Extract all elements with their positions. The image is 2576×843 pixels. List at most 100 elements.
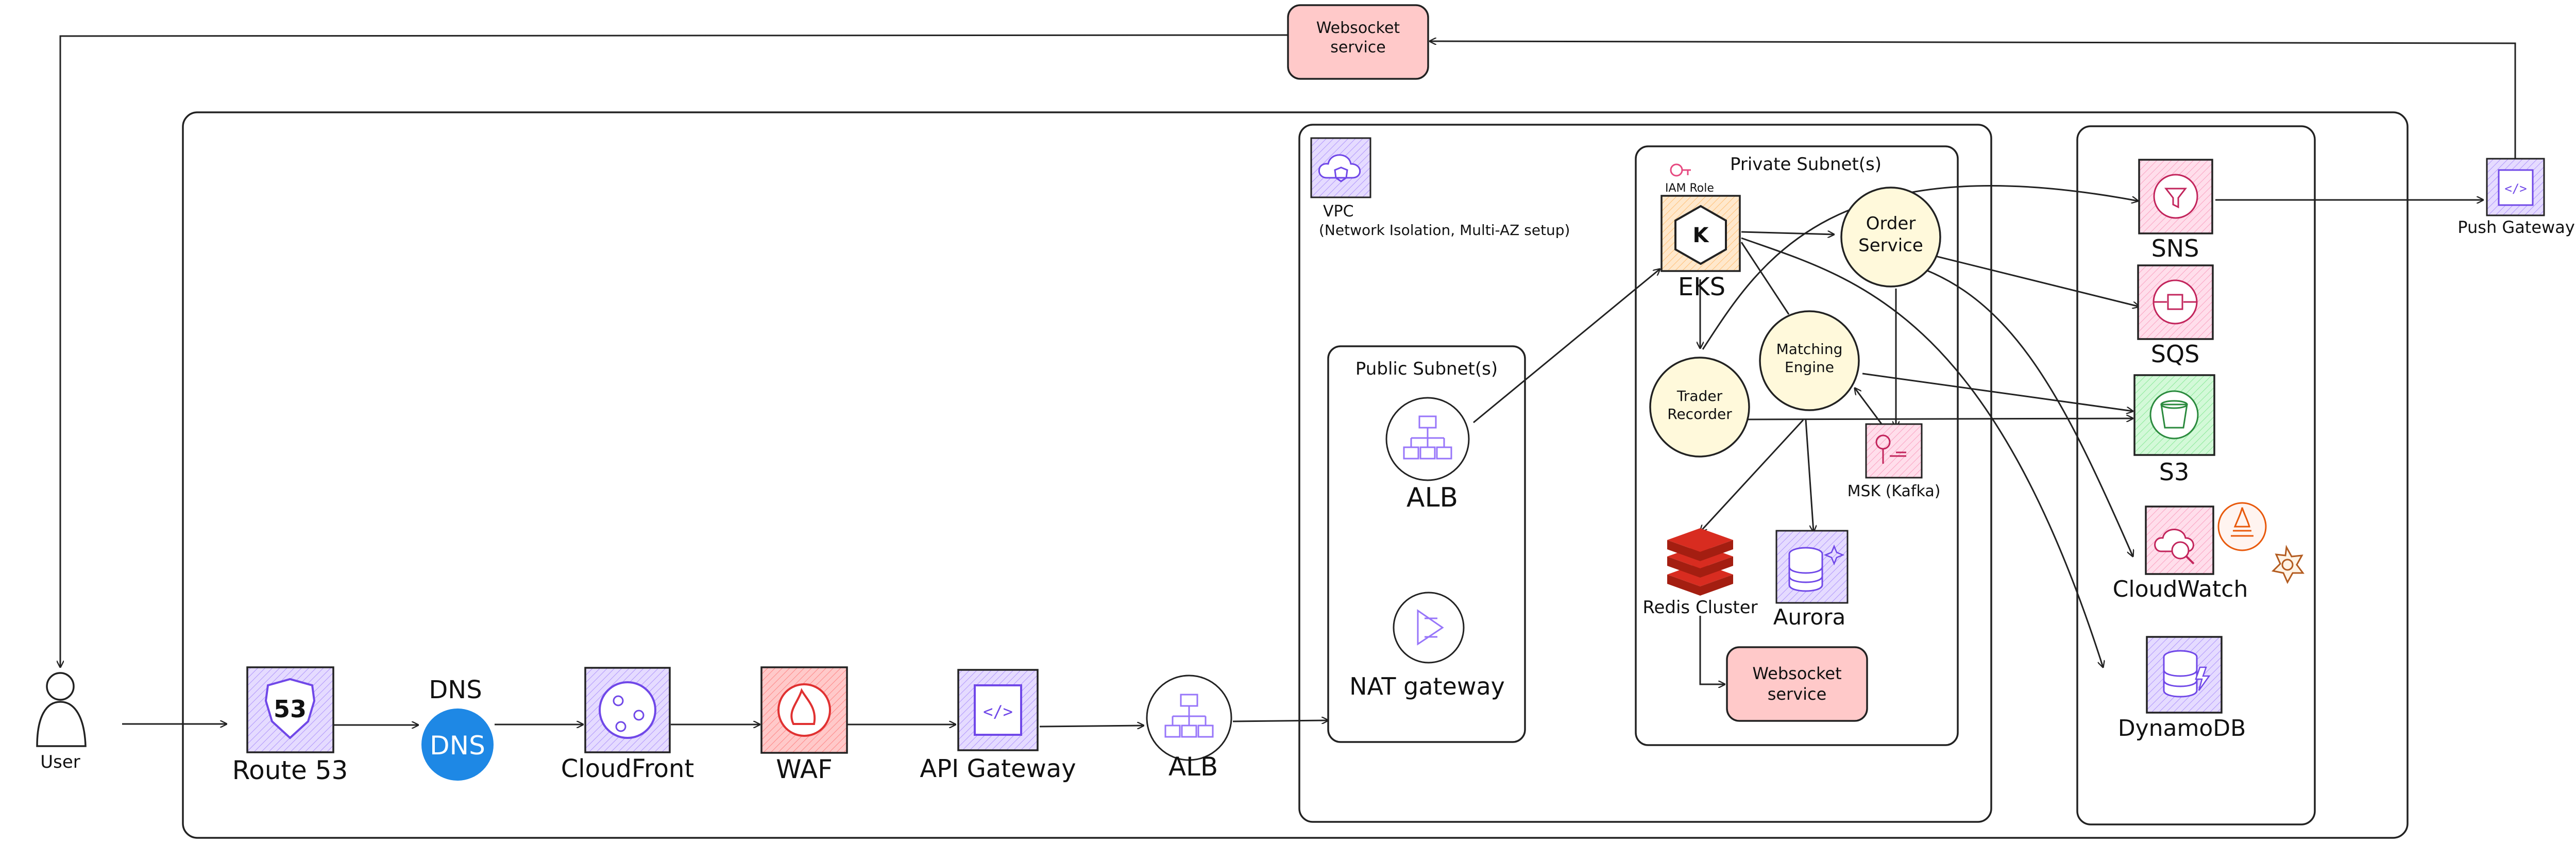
s3-bucket-icon [2149, 390, 2199, 440]
connector-matching-to-redis [1700, 419, 1804, 532]
top-websocket-service: Websocket service [1287, 4, 1429, 80]
connector-alb-to-eks [1473, 269, 1660, 424]
vpc-label: VPC [1323, 203, 1354, 221]
nat-gateway-label: NAT gateway [1349, 672, 1505, 700]
alb-network-icon [1164, 694, 1214, 738]
dns-circle-icon [421, 709, 494, 781]
user-actor: User [36, 672, 87, 772]
msk-label: MSK (Kafka) [1848, 482, 1941, 500]
waf-node: WAF [760, 666, 848, 784]
push-gateway-node: </> Push Gateway [2458, 158, 2575, 237]
vpc-container [1298, 124, 1992, 823]
route53-label: Route 53 [232, 755, 348, 785]
user-label: User [40, 752, 80, 772]
svg-text:</>: </> [2504, 181, 2527, 196]
aurora-node: Aurora [1773, 530, 1849, 630]
push-gateway-label: Push Gateway [2458, 217, 2575, 237]
alb-public-label: ALB [1406, 482, 1458, 513]
push-gateway-icon [2498, 169, 2534, 206]
api-gateway-icon [974, 684, 1022, 736]
nat-gateway-node: NAT gateway [1349, 592, 1505, 700]
vpc-cloud-icon [1318, 154, 1361, 179]
connector-eks-to-order [1741, 232, 1834, 234]
connector-order-to-sqs [1900, 246, 2139, 307]
text-line: Engine [1785, 359, 1834, 376]
waf-label: WAF [776, 754, 833, 784]
text-line: Recorder [1667, 406, 1732, 423]
text-line: Trader [1676, 387, 1723, 404]
text-line: Order [1866, 213, 1916, 234]
cloudwatch-label: CloudWatch [2113, 576, 2248, 602]
connector-matching-to-aurora [1805, 419, 1814, 532]
connector-trader-to-s3 [1747, 418, 2133, 419]
dynamodb-label: DynamoDB [2118, 715, 2246, 741]
redis-node: Redis Cluster [1642, 528, 1758, 618]
dns-top-label: DNS [429, 676, 482, 704]
alb-public-network-icon [1403, 415, 1452, 460]
managed-services-container [2076, 125, 2316, 825]
connector-order-to-cloudwatch [1895, 259, 2133, 557]
connector-alb-to-vpc [1232, 720, 1328, 721]
alb-public-node: ALB [1385, 397, 1470, 513]
connector-eks-to-matching [1740, 242, 1790, 315]
alb-outer-label: ALB [1168, 752, 1218, 782]
private-subnet-container [1635, 145, 1959, 746]
redis-label: Redis Cluster [1642, 597, 1757, 618]
cloudfront-label: CloudFront [561, 754, 694, 783]
aurora-label: Aurora [1773, 604, 1845, 630]
s3-node: S3 [2133, 374, 2215, 486]
public-subnet-label: Public Subnet(s) [1355, 359, 1498, 379]
user-icon [46, 672, 75, 701]
grafana-icon [2271, 545, 2304, 584]
route53-node: 53 Route 53 [232, 666, 348, 785]
vpc-header: VPC (Network Isolation, Multi-AZ setup) [1310, 137, 1570, 239]
route53-shield-icon [264, 678, 316, 739]
dns-node: DNS DNS [421, 676, 494, 781]
dns-circle-label: DNS [430, 731, 485, 761]
eks-label: EKS [1678, 273, 1725, 301]
s3-label: S3 [2159, 458, 2189, 486]
api-gateway-label: API Gateway [920, 754, 1076, 783]
msk-node: MSK (Kafka) [1848, 423, 1941, 500]
outer-aws-container [182, 111, 2409, 839]
cloudfront-globe-icon [599, 681, 656, 739]
top-websocket-label: Websocket service [1316, 19, 1400, 57]
sns-label: SNS [2151, 234, 2199, 262]
text-line: Websocket [1752, 664, 1841, 683]
connector-redis-to-websocket [1699, 616, 1725, 684]
sns-node: SNS [2138, 159, 2213, 262]
sns-icon [2153, 174, 2198, 219]
eks-badge: K [1693, 224, 1710, 247]
connector-trader-to-sns [1702, 184, 2138, 350]
eks-hex-icon [1674, 205, 1727, 265]
eks-node: K EKS [1660, 195, 1741, 301]
iam-key-icon [1670, 163, 1683, 177]
cloudwatch-node: CloudWatch [2113, 502, 2304, 602]
text-line: Matching [1776, 341, 1843, 358]
connector-matching-to-s3 [1862, 373, 2133, 411]
text-line: Websocket [1316, 19, 1400, 37]
iam-role: IAM Role [1665, 163, 1714, 195]
cloudfront-node: CloudFront [561, 667, 694, 783]
iam-role-label: IAM Role [1665, 182, 1714, 195]
text-line: Service [1858, 235, 1923, 256]
api-gateway-node: </> API Gateway [920, 669, 1076, 783]
connector-push-to-top-websocket [1430, 41, 2516, 159]
text-line: service [1330, 39, 1385, 57]
private-subnet-label: Private Subnet(s) [1730, 154, 1882, 175]
vpc-note: (Network Isolation, Multi-AZ setup) [1319, 222, 1570, 239]
text-line: service [1768, 684, 1827, 704]
sqs-node: SQS [2137, 264, 2214, 368]
waf-fire-icon [777, 683, 831, 737]
connector-top-websocket-to-user [60, 34, 1289, 667]
public-subnet-container [1327, 345, 1526, 743]
